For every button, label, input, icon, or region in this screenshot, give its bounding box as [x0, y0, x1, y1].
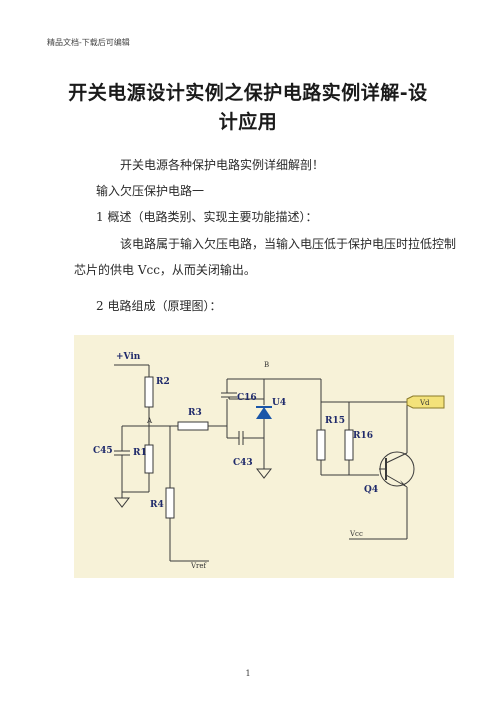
label-r16: R16 [353, 431, 373, 441]
intro-paragraph: 开关电源各种保护电路实例详细解剖！ [120, 158, 325, 172]
label-r2: R2 [156, 377, 170, 387]
label-node-b: B [264, 361, 269, 369]
title-line-2: 计应用 [218, 111, 278, 133]
label-c45: C45 [93, 446, 113, 456]
schematic-svg: +Vin R2 R3 C16 U4 C45 R1 C43 R4 R15 R16 … [93, 352, 445, 570]
overview-heading: 1 概述（电路类别、实现主要功能描述）： [96, 210, 318, 224]
label-vcc: Vcc [349, 530, 363, 538]
circuit-schematic: +Vin R2 R3 C16 U4 C45 R1 C43 R4 R15 R16 … [74, 335, 454, 578]
page-header: 精品文档-下载后可编辑 [47, 38, 130, 47]
label-c43: C43 [233, 458, 253, 468]
section-heading: 输入欠压保护电路一 [96, 184, 205, 198]
label-r1: R1 [133, 448, 147, 458]
label-q4: Q4 [364, 485, 378, 495]
overview-line-1: 该电路属于输入欠压电路，当输入电压低于保护电压时拉低控制 [120, 237, 457, 251]
label-vin: +Vin [116, 352, 141, 362]
label-r3: R3 [188, 408, 202, 418]
label-node-a: A [146, 417, 153, 425]
page-number: 1 [245, 669, 251, 678]
title-line-1: 开关电源设计实例之保护电路实例详解-设 [68, 82, 428, 104]
composition-heading: 2 电路组成（原理图）： [96, 299, 222, 313]
overview-line-2: 芯片的供电 Vcc，从而关闭输出。 [74, 263, 256, 277]
label-r15: R15 [325, 416, 345, 426]
label-vref: Vref [190, 562, 208, 570]
label-r4: R4 [150, 500, 164, 510]
label-c16: C16 [237, 393, 257, 403]
label-vd: Vd [419, 399, 430, 407]
label-u4: U4 [272, 398, 286, 408]
